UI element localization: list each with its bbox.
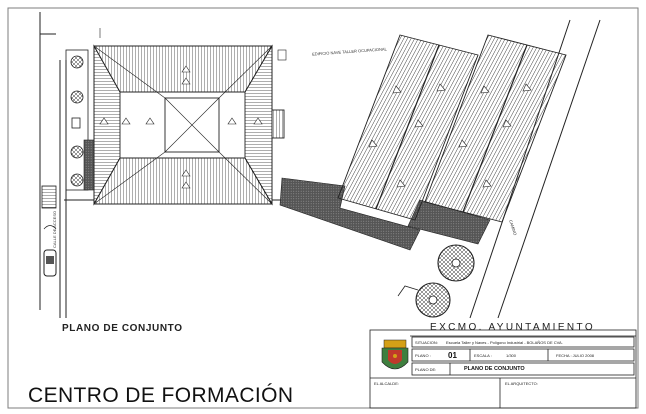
- coat-of-arms-icon: [381, 339, 409, 370]
- arquitecto-label: EL ARQUITECTO:: [505, 381, 538, 386]
- page-title: CENTRO DE FORMACIÓN: [28, 384, 294, 407]
- plano-label: PLANO :: [415, 353, 431, 358]
- fecha-label: FECHA : JULIO 2008: [556, 353, 595, 358]
- escala-value: 1/300: [506, 353, 517, 358]
- workshop-naves: [337, 34, 567, 223]
- left-street-furniture: [41, 49, 95, 277]
- title-block-frame: [369, 329, 637, 409]
- trees: [397, 244, 475, 318]
- council-title: EXCMO. AYUNTAMIENTO: [430, 322, 596, 333]
- plan-caption: PLANO DE CONJUNTO: [62, 323, 183, 334]
- alcalde-label: EL ALCALDE:: [374, 381, 399, 386]
- plano-value: 01: [448, 351, 457, 360]
- escala-label: ESCALA :: [474, 353, 492, 358]
- situacion-label: SITUACION:: [415, 340, 438, 345]
- street-label-left: CALLE DE ACCESO: [52, 210, 57, 248]
- plano-de-value: PLANO DE CONJUNTO: [464, 366, 525, 372]
- situacion-value: Escuela Taller y Naves - Polígono Indust…: [446, 340, 563, 345]
- sheet-border: [7, 7, 639, 409]
- plano-de-label: PLANO DE:: [415, 367, 437, 372]
- courtyard-building: [93, 44, 287, 206]
